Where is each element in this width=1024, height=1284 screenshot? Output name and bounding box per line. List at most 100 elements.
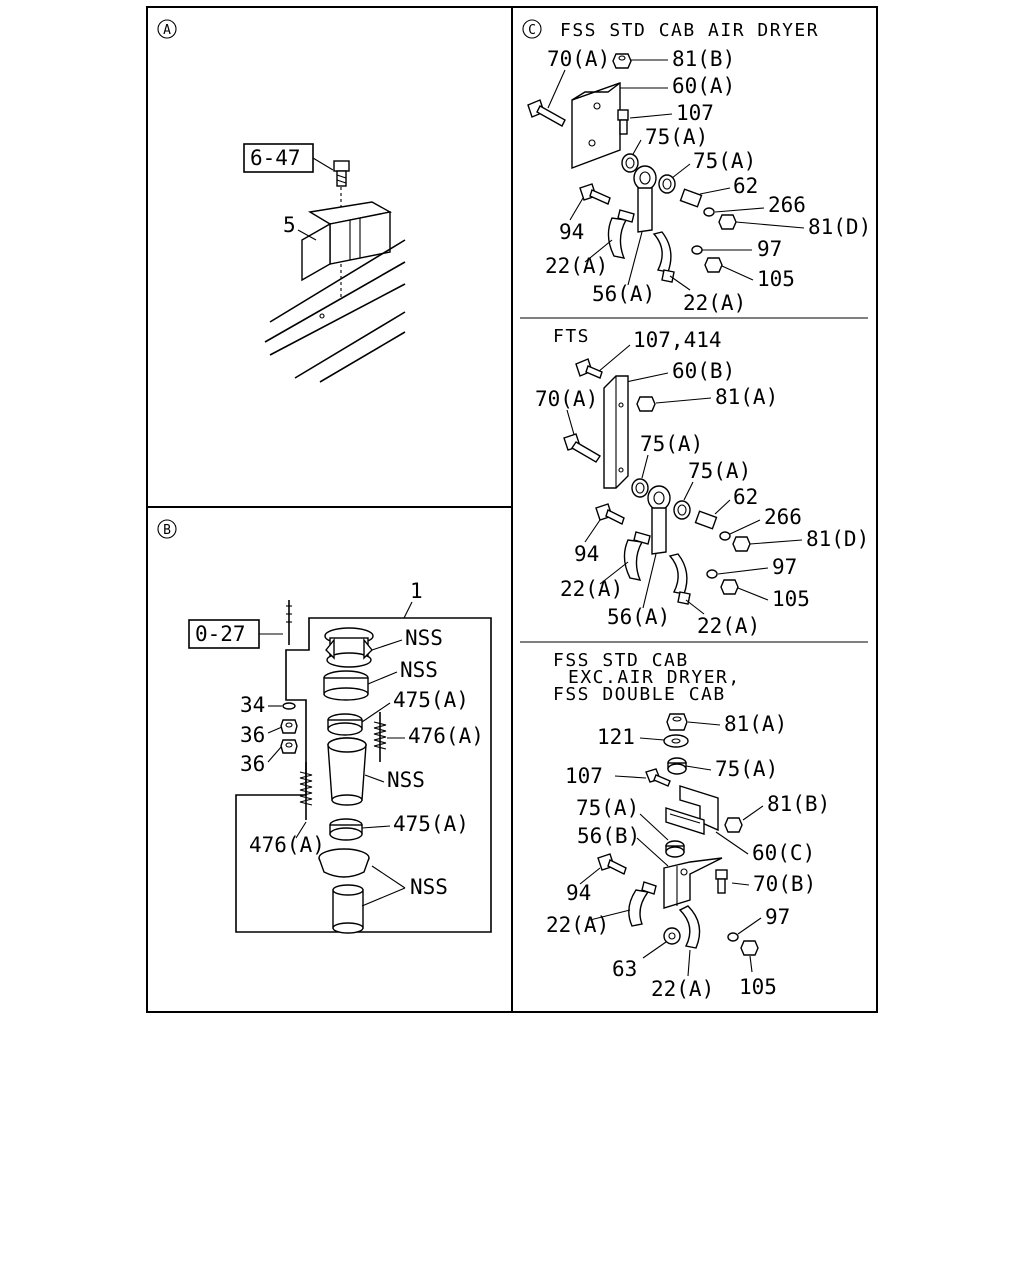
section-b-marker: B [163,523,171,538]
c-label-97: 97 [757,237,782,261]
leader-nss-1 [371,639,403,651]
fss-collar-63-icon [663,927,681,945]
washer-34-icon [282,702,296,710]
fss-bolt-94-icon [597,853,627,875]
fss-label-75a-2: 75(A) [576,796,639,820]
fts-leader-94 [584,519,601,543]
fss-title-line-3: FSS DOUBLE CAB [553,684,726,705]
fss-label-121: 121 [597,725,635,749]
fss-nut-81b-icon [724,817,743,833]
seal-ring-475-lower-part [329,818,363,841]
fts-label-62: 62 [733,485,758,509]
fss-leader-22a-2 [687,949,691,977]
exhaust-flange-part [324,627,374,668]
bracket-5-part [301,201,393,282]
leader-nss-2 [367,671,398,685]
part-label-nss-3: NSS [387,768,425,792]
fts-label-56a: 56(A) [607,605,670,629]
c-leader-107 [629,113,673,119]
fts-label-105: 105 [772,587,810,611]
fts-leader-60b [625,372,669,383]
exhaust-pipe-part [327,737,367,806]
fts-bolt-70a-icon [563,433,601,463]
fts-leader-75a-2 [683,481,694,501]
fss-label-75a-1: 75(A) [715,757,778,781]
fts-washer-266-icon [719,531,731,541]
c-leader-266 [714,207,765,213]
fss-label-81b: 81(B) [767,792,830,816]
c-washer-266-icon [703,207,715,217]
fts-leader-81d [749,539,803,545]
fss-leader-56b [636,837,669,867]
leader-36-2 [267,745,283,763]
leader-6-47 [312,157,334,171]
fss-leader-94 [579,867,601,885]
c-label-94: 94 [559,220,584,244]
c-leader-62 [699,187,731,195]
c-washer-97-icon [691,245,703,255]
part-label-nss-1: NSS [405,626,443,650]
leader-476a-2 [295,821,307,839]
fss-leader-70b [731,882,750,886]
part-label-nss-4: NSS [410,875,448,899]
tail-pipe-part [332,884,364,934]
c-leader-105 [721,265,754,281]
leader-5 [297,229,317,241]
part-label-5: 5 [283,213,296,237]
fss-label-70b: 70(B) [753,872,816,896]
section-fts: FTS 107,414 60(B) 70(A) 81(A) 75(A) [535,326,869,638]
fts-nut-105-icon [720,579,739,595]
fss-bolt-107-icon [645,768,671,787]
section-b: B 1 0-27 NSS NSS [157,519,492,934]
fts-leader-97 [717,567,769,575]
c-label-75a-2: 75(A) [693,149,756,173]
fts-label-81d: 81(D) [806,527,869,551]
part-label-36-1: 36 [240,723,265,747]
fss-link-56b-part [663,857,723,909]
fts-collar-62-icon [694,510,718,530]
fss-label-105: 105 [739,975,777,999]
c-leader-70a [547,69,566,109]
fss-washer-121-icon [663,734,689,748]
clamp-part [318,848,370,878]
c-bolt-70a-icon [527,99,566,127]
fss-leader-63 [642,941,667,959]
fss-clamp-22a-1-part [628,881,657,927]
ref-label-0-27[interactable]: 0-27 [195,622,246,646]
fss-washer-97-icon [727,932,739,942]
fss-leader-75a-1 [685,765,712,771]
fts-label-70a: 70(A) [535,387,598,411]
part-label-34: 34 [240,693,265,717]
part-label-476a-2: 476(A) [249,833,325,857]
fss-label-63: 63 [612,957,637,981]
fss-label-22a-1: 22(A) [546,913,609,937]
fts-nut-81d-icon [732,536,751,552]
fts-leader-22a-2 [685,599,705,615]
fss-leader-60c [715,831,749,855]
fss-leader-121 [639,737,665,741]
c-label-22a-2: 22(A) [683,291,746,315]
fss-leader-81a [687,721,721,726]
fts-label-107-414: 107,414 [633,328,722,352]
part-label-1: 1 [410,579,423,603]
c-leader-75a-2 [671,163,691,179]
fts-bracket-60b-part [603,375,629,489]
fts-label-75a-2: 75(A) [688,459,751,483]
section-c-title: FSS STD CAB AIR DRYER [560,20,819,41]
gasket-ring-part [323,670,369,701]
fss-leader-75a-2 [639,813,669,841]
fts-link-56a-part [647,485,671,555]
ref-label-6-47[interactable]: 6-47 [250,146,301,170]
c-label-70a: 70(A) [547,47,610,71]
fss-bracket-60c-part [665,785,719,835]
c-bolt-107-icon [617,109,629,135]
fss-label-107: 107 [565,764,603,788]
section-a-marker-circle [157,19,177,39]
part-label-nss-2: NSS [400,658,438,682]
section-c: C FSS STD CAB AIR DRYER 70(A) 81(B) 60(A… [522,19,871,315]
section-b-marker-circle [157,519,177,539]
fts-leader-70a [566,409,576,439]
fts-leader-105 [737,587,769,601]
fts-label-94: 94 [574,542,599,566]
